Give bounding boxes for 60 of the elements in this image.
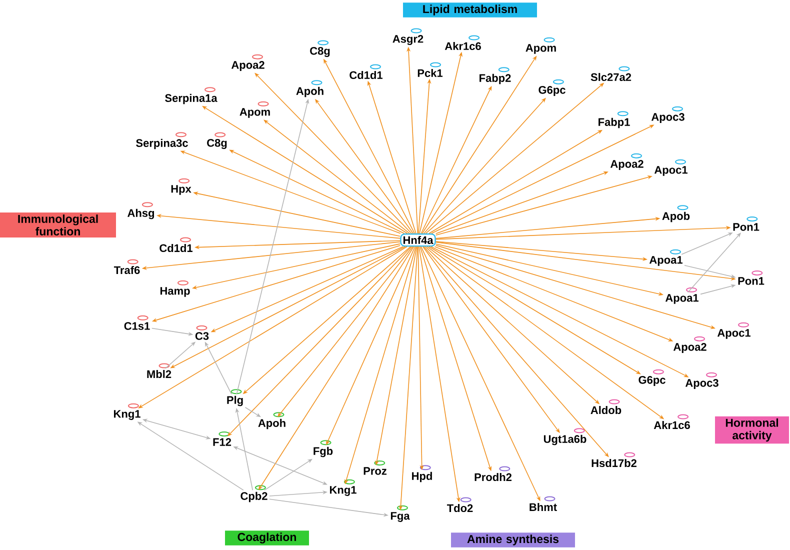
category-label: Lipid metabolism: [403, 2, 537, 18]
gene-label: Apom: [526, 37, 556, 54]
gene-label: Apoa2: [231, 54, 264, 71]
gene-label: Apoc3: [651, 106, 684, 123]
gene-label: Hpx: [171, 178, 192, 195]
gene-label: Serpina1a: [165, 87, 218, 104]
gene-label: Ahsg: [128, 202, 154, 220]
gene-label: C8g: [310, 40, 330, 58]
gene-label: Fabp1: [598, 111, 630, 128]
category-label: Coaglation: [225, 530, 309, 546]
gene-label: Hpd: [412, 465, 432, 482]
gene-label: Cd1d1: [350, 64, 382, 80]
gene-label: Asgr2: [392, 28, 424, 46]
gene-label: Traf6: [114, 259, 140, 274]
gene-label: Mbl2: [147, 363, 172, 378]
gene-label: F12: [213, 431, 232, 446]
gene-label: Akr1c6: [654, 414, 690, 430]
gene-label: Tdo2: [447, 497, 473, 512]
gene-label: C8g: [207, 132, 227, 150]
gene-label: Apoa1: [649, 249, 682, 266]
gene-label: Pon1: [733, 216, 760, 231]
gene-label: Kng1: [330, 479, 356, 496]
gene-label: Aldob: [590, 399, 622, 414]
gene-label: C1s1: [124, 315, 150, 330]
gene-label: Slc27a2: [590, 66, 632, 82]
gene-label: Apoc1: [654, 159, 688, 176]
gene-label: Fgb: [314, 440, 333, 458]
gene-label: Bhmt: [530, 496, 557, 512]
gene-label: Apoa2: [673, 336, 706, 353]
gene-label: G6pc: [538, 79, 566, 96]
gene-label: Cd1d1: [160, 237, 192, 252]
gene-label: Pck1: [418, 62, 443, 78]
gene-label: Apoh: [296, 80, 324, 98]
gene-label: Serpina3c: [136, 132, 188, 150]
gene-label: Fga: [390, 505, 410, 522]
gene-label: Proz: [364, 460, 387, 475]
gene-label: Akr1c6: [444, 35, 481, 50]
gene-label: Apoa1: [665, 287, 698, 304]
gene-label: Apom: [240, 101, 270, 118]
gene-label: Hamp: [160, 280, 190, 297]
gene-label: Plg: [227, 389, 243, 406]
gene-label: Kng1: [114, 403, 140, 420]
gene-label: Prodh2: [474, 466, 512, 482]
gene-label: Apoa2: [610, 153, 644, 170]
gene-label: Ugt1a6b: [544, 428, 586, 446]
category-label: Immunological function: [0, 212, 116, 238]
gene-label: G6pc: [638, 369, 666, 386]
category-label: Hormonal activity: [715, 416, 789, 444]
gene-label: Apoh: [258, 412, 286, 430]
gene-label: Cpb2: [240, 485, 268, 502]
gene-label: Pon1: [738, 270, 764, 285]
gene-label: Hsd17b2: [592, 452, 636, 468]
arrow: [264, 120, 410, 234]
category-label: Amine synthesis: [451, 532, 575, 548]
gene-label: C3: [195, 325, 209, 340]
gene-label: Apob: [662, 205, 690, 222]
hub-gene-label: Hnf4a: [400, 233, 436, 247]
gene-label: Fabp2: [480, 67, 511, 84]
gene-label: Apoc1: [717, 322, 750, 339]
gene-label: Apoc3: [685, 372, 718, 389]
